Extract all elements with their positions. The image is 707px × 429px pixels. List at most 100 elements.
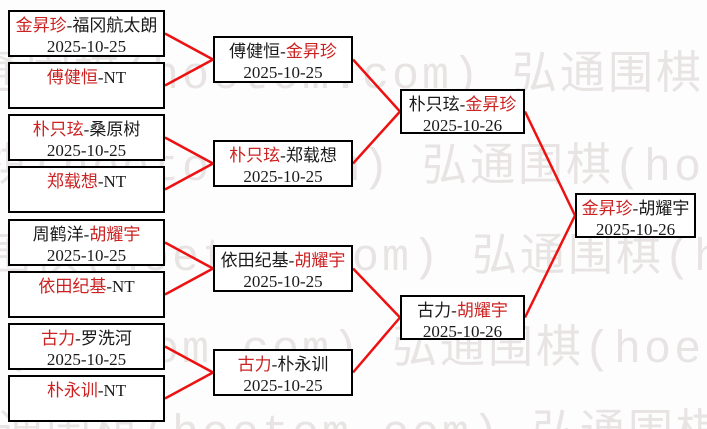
connector-line (164, 162, 214, 191)
match-date: 2025-10-25 (243, 167, 323, 186)
match-box-r1-5[interactable]: 周鹤洋-胡耀宇 2025-10-25 (8, 219, 165, 266)
connector-line (164, 32, 214, 61)
separator: - (632, 199, 639, 218)
match-box-r1-3[interactable]: 朴只玹-桑原树 2025-10-25 (8, 114, 165, 161)
separator: - (288, 251, 295, 270)
winner-name: 胡耀宇 (89, 225, 141, 244)
match-players: 古力-罗洗河 (10, 328, 163, 349)
match-date: 2025-10-26 (595, 220, 676, 239)
match-players: 朴只玹-郑载想 (215, 145, 351, 166)
player-name: NT (103, 172, 127, 191)
match-box-sf-2[interactable]: 古力-胡耀宇 2025-10-26 (400, 295, 525, 341)
connector-line (352, 110, 401, 165)
player-name: NT (103, 68, 127, 87)
separator: - (97, 172, 104, 191)
match-box-r1-1[interactable]: 金昇珍-福冈航太朗 2025-10-25 (8, 10, 165, 57)
connector-line (164, 58, 214, 87)
match-box-r2-4[interactable]: 古力-朴永训 2025-10-25 (213, 349, 353, 396)
match-players: 金昇珍-福冈航太朗 (10, 15, 163, 36)
match-date: 2025-10-25 (46, 37, 127, 56)
match-box-r1-2[interactable]: 傅健恒-NT (8, 62, 165, 109)
separator: - (271, 355, 278, 374)
separator: - (97, 68, 104, 87)
match-players: 朴只玹-金昇珍 (402, 94, 523, 115)
connector-line (164, 241, 214, 270)
connector-line (164, 267, 214, 296)
winner-name: 金昇珍 (285, 42, 337, 61)
match-players: 依田纪基-NT (10, 276, 163, 297)
match-box-r1-4[interactable]: 郑载想-NT (8, 166, 165, 213)
separator: - (75, 329, 81, 348)
match-date: 2025-10-25 (243, 63, 323, 82)
match-date: 2025-10-26 (422, 322, 503, 341)
winner-name: 古力 (237, 355, 272, 374)
separator: - (280, 146, 286, 165)
separator: - (97, 381, 104, 400)
match-box-r1-6[interactable]: 依田纪基-NT (8, 271, 165, 318)
winner-name: 古力 (41, 329, 76, 348)
connector-line (352, 58, 401, 113)
match-players: 郑载想-NT (10, 171, 163, 192)
player-name: 傅健恒 (229, 42, 281, 61)
match-date: 2025-10-25 (243, 376, 323, 395)
winner-name: 依田纪基 (38, 277, 107, 296)
connector-line (164, 345, 214, 374)
player-name: 古力 (417, 301, 452, 320)
match-box-r1-8[interactable]: 朴永训-NT (8, 375, 165, 422)
connector-line (523, 214, 577, 319)
match-date: 2025-10-25 (46, 141, 127, 160)
player-name: 朴只玹 (408, 95, 460, 114)
winner-name: 朴只玹 (229, 146, 281, 165)
connector-line (164, 136, 214, 165)
player-name: NT (103, 381, 127, 400)
match-players: 古力-胡耀宇 (402, 300, 523, 321)
match-date: 2025-10-25 (46, 350, 127, 369)
match-box-r2-3[interactable]: 依田纪基-胡耀宇 2025-10-25 (213, 245, 353, 292)
player-name: 胡耀宇 (638, 199, 690, 218)
player-name: 周鹤洋 (32, 225, 84, 244)
connector-line (164, 371, 214, 400)
winner-name: 胡耀宇 (294, 251, 346, 270)
winner-name: 金昇珍 (15, 16, 67, 35)
player-name: 郑载想 (285, 146, 337, 165)
connector-line (352, 316, 401, 374)
winner-name: 朴永训 (46, 381, 98, 400)
separator: - (459, 95, 466, 114)
separator: - (83, 120, 90, 139)
winner-name: 胡耀宇 (456, 301, 508, 320)
match-date: 2025-10-25 (46, 246, 127, 265)
match-players: 古力-朴永训 (215, 354, 351, 375)
player-name: 福冈航太朗 (72, 16, 158, 35)
match-date: 2025-10-25 (243, 272, 323, 291)
match-box-r1-7[interactable]: 古力-罗洗河 2025-10-25 (8, 323, 165, 370)
winner-name: 金昇珍 (465, 95, 517, 114)
separator: - (280, 42, 286, 61)
match-box-r2-2[interactable]: 朴只玹-郑载想 2025-10-25 (213, 140, 353, 187)
player-name: 依田纪基 (220, 251, 289, 270)
separator: - (451, 301, 457, 320)
match-players: 依田纪基-胡耀宇 (215, 250, 351, 271)
match-players: 周鹤洋-胡耀宇 (10, 224, 163, 245)
connector-line (523, 110, 577, 217)
match-box-sf-1[interactable]: 朴只玹-金昇珍 2025-10-26 (400, 89, 525, 135)
separator: - (106, 277, 112, 296)
match-players: 金昇珍-胡耀宇 (577, 198, 694, 219)
player-name: 罗洗河 (80, 329, 132, 348)
match-players: 傅健恒-NT (10, 67, 163, 88)
winner-name: 朴只玹 (32, 120, 84, 139)
winner-name: 郑载想 (46, 172, 98, 191)
match-date: 2025-10-26 (422, 116, 503, 135)
separator: - (83, 225, 90, 244)
match-players: 傅健恒-金昇珍 (215, 41, 351, 62)
separator: - (66, 16, 73, 35)
winner-name: 金昇珍 (581, 199, 633, 218)
connector-line (352, 267, 401, 319)
match-box-final[interactable]: 金昇珍-胡耀宇 2025-10-26 (575, 193, 696, 239)
player-name: 朴永训 (277, 355, 329, 374)
winner-name: 傅健恒 (46, 68, 98, 87)
player-name: 桑原树 (89, 120, 141, 139)
match-box-r2-1[interactable]: 傅健恒-金昇珍 2025-10-25 (213, 36, 353, 83)
match-players: 朴只玹-桑原树 (10, 119, 163, 140)
